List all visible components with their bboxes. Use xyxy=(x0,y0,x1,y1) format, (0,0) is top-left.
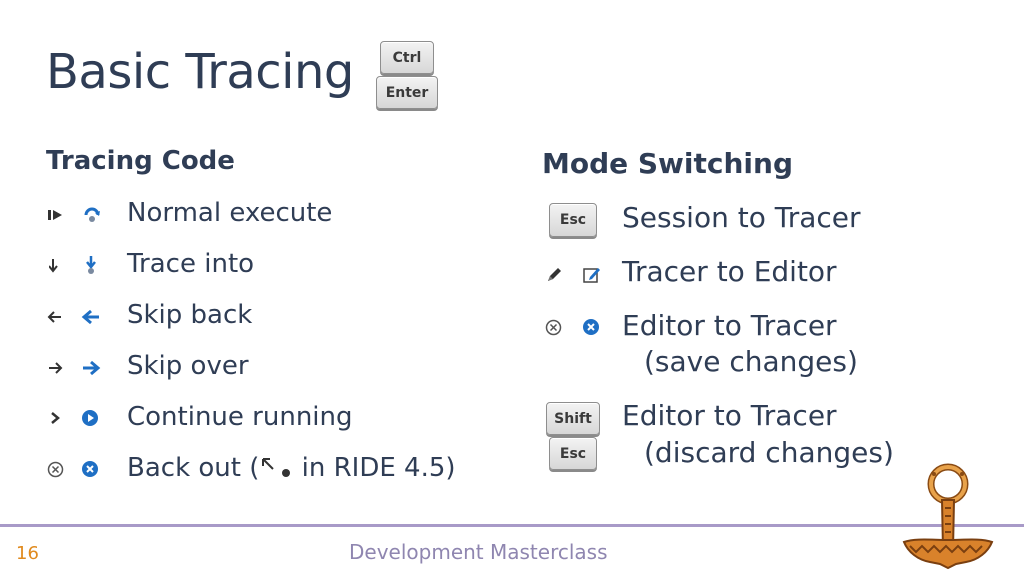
shift-key-label: Shift xyxy=(554,410,592,427)
esc-key-label: Esc xyxy=(559,445,587,462)
continue-play-icon xyxy=(82,410,98,426)
mode-switching-heading: Mode Switching xyxy=(542,147,794,180)
shift-key: Shift xyxy=(546,402,600,435)
list-item-label: Skip back xyxy=(127,300,253,330)
back-out-arrow-icon xyxy=(262,458,291,477)
edit-window-icon xyxy=(583,268,600,283)
execute-toolbar-icon xyxy=(84,207,100,222)
circle-x-blue-icon xyxy=(82,461,98,477)
circle-x-outline-icon xyxy=(47,461,64,478)
esc-key-label: Esc xyxy=(559,212,587,228)
list-item-label: Continue running xyxy=(127,402,353,432)
list-item-label: Trace into xyxy=(127,249,255,279)
enter-key-label: Enter xyxy=(385,84,429,101)
list-item-label: Skip over xyxy=(127,351,249,381)
list-item-sublabel: (save changes) xyxy=(644,345,858,378)
ctrl-key-label: Ctrl xyxy=(392,49,422,66)
execute-line-icon xyxy=(48,210,62,220)
list-item-label: Session to Tracer xyxy=(622,201,861,234)
tracing-code-heading: Tracing Code xyxy=(46,146,235,176)
back-out-label-prefix: Back out ( xyxy=(127,453,260,483)
footer-divider xyxy=(0,524,1024,527)
list-item-label: Tracer to Editor xyxy=(622,255,837,288)
back-out-label-suffix: in RIDE 4.5) xyxy=(293,453,456,483)
list-item-label: Normal execute xyxy=(127,198,333,228)
ctrl-key: Ctrl xyxy=(380,41,434,74)
pencil-icon xyxy=(548,268,561,281)
skip-over-toolbar-icon xyxy=(83,360,101,376)
enter-key: Enter xyxy=(376,76,438,109)
chevron-right-icon xyxy=(51,412,60,424)
footer-title: Development Masterclass xyxy=(349,540,608,564)
list-item-label: Back out ( in RIDE 4.5) xyxy=(127,453,456,483)
list-item-label: Editor to Tracer xyxy=(622,309,837,342)
left-arrow-icon xyxy=(47,311,61,323)
skip-back-toolbar-icon xyxy=(81,309,99,325)
page-title: Basic Tracing xyxy=(46,44,354,100)
esc-key: Esc xyxy=(549,437,597,470)
trace-into-toolbar-icon xyxy=(86,256,96,274)
right-arrow-icon xyxy=(49,362,63,374)
page-number: 16 xyxy=(16,543,39,564)
list-item-sublabel: (discard changes) xyxy=(644,436,894,469)
circle-x-blue-icon xyxy=(583,319,599,335)
trace-into-arrow-icon xyxy=(49,259,58,273)
dyalog-anchor-logo xyxy=(902,463,994,570)
esc-key: Esc xyxy=(549,203,597,237)
circle-x-outline-icon xyxy=(545,319,562,336)
list-item-label: Editor to Tracer xyxy=(622,399,837,432)
